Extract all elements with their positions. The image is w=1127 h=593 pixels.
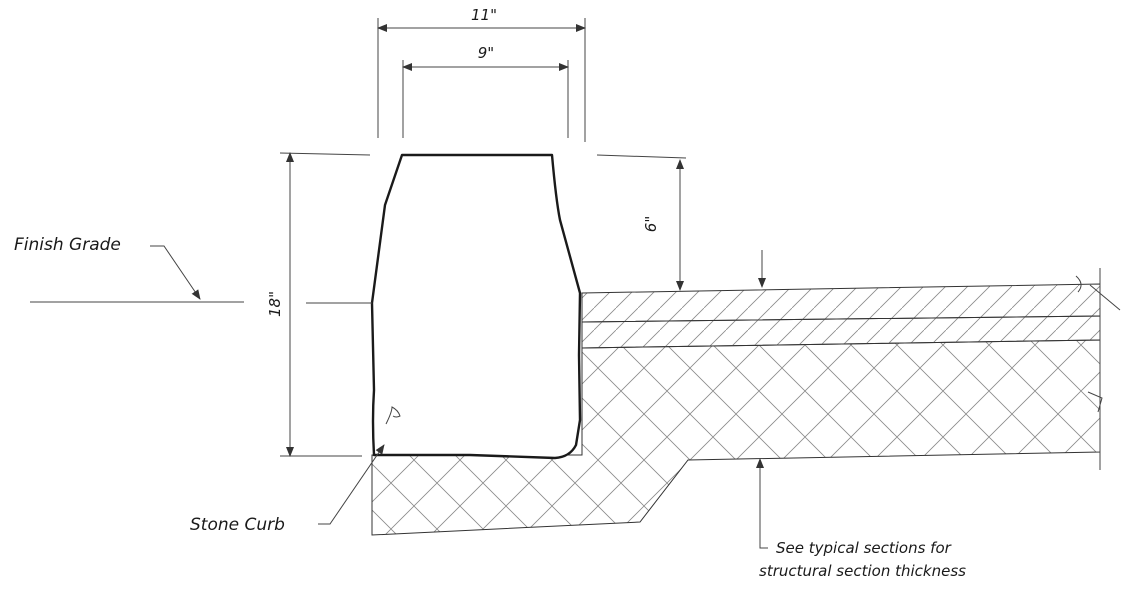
dim-18-label: 18" bbox=[266, 291, 284, 317]
dim-6-ext-top bbox=[596, 154, 687, 159]
stone-curb bbox=[370, 153, 582, 460]
section-note-line1: See typical sections for bbox=[776, 539, 952, 557]
break-squiggle-top bbox=[1075, 275, 1082, 293]
dim-11-label: 11" bbox=[471, 6, 497, 24]
section-note-line2: structural section thickness bbox=[759, 562, 966, 580]
dim-6-label: 6" bbox=[642, 216, 660, 232]
pavement-surface-layer bbox=[581, 283, 1101, 323]
dim-9-label: 9" bbox=[478, 44, 494, 62]
note-leader bbox=[759, 543, 768, 549]
curb-joint-mark bbox=[385, 406, 401, 425]
stone-curb-label: Stone Curb bbox=[190, 515, 285, 535]
finish-grade-leader bbox=[150, 245, 201, 300]
break-line bbox=[1087, 268, 1121, 470]
dim-18-ext-top bbox=[279, 152, 371, 156]
stone-curb-leader bbox=[318, 444, 385, 525]
finish-grade-label: Finish Grade bbox=[14, 235, 121, 255]
